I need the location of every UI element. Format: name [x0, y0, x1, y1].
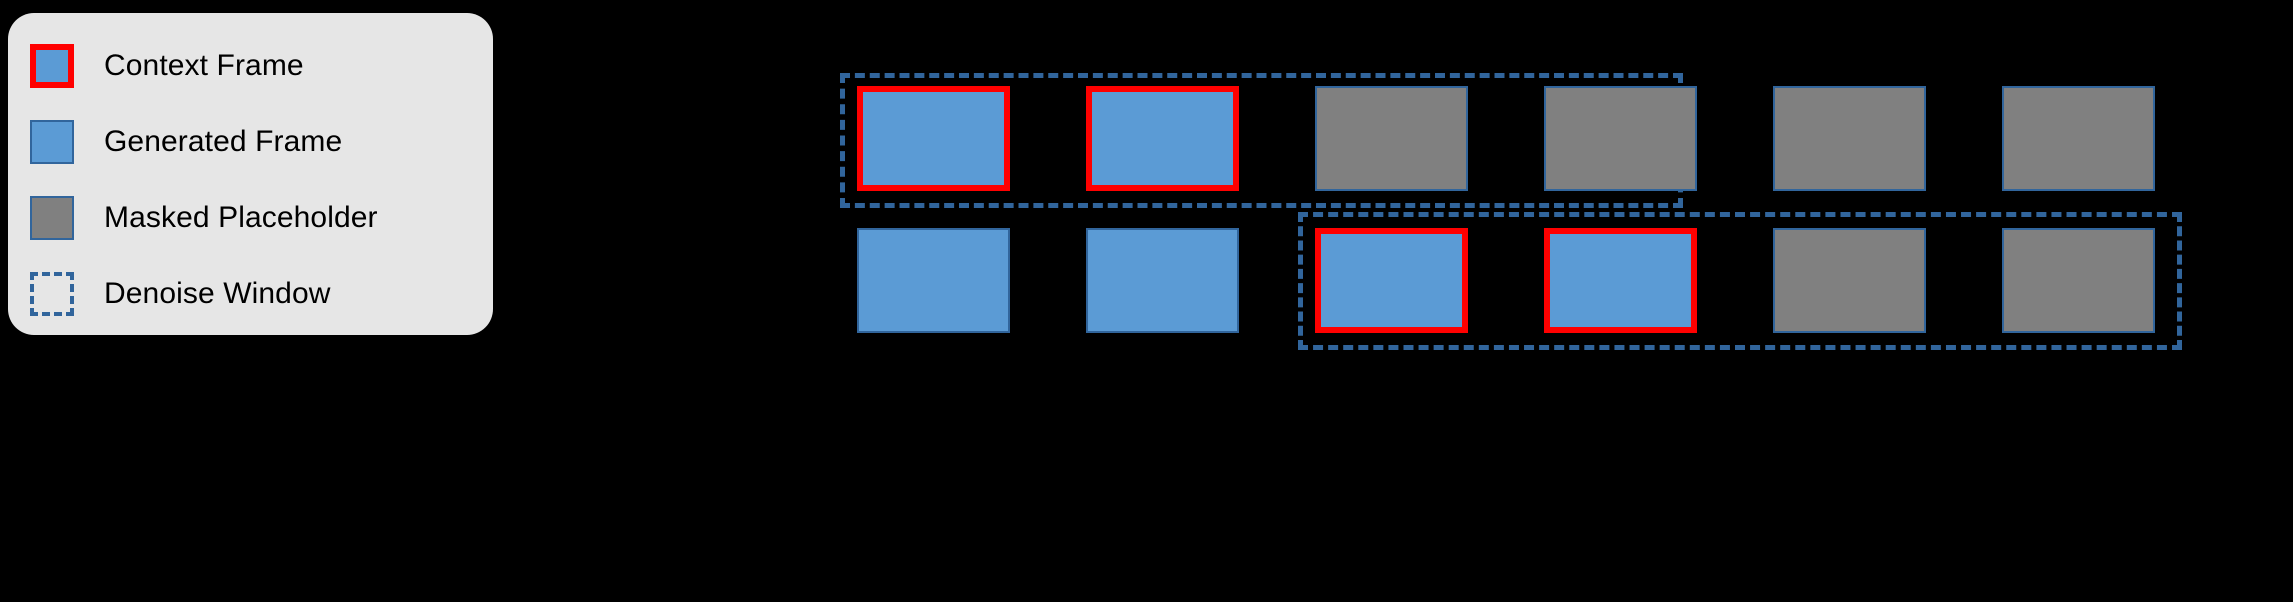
bottom-row-frame-4: [1544, 228, 1697, 333]
legend-item-denoise-window: Denoise Window: [8, 269, 493, 319]
legend-panel: Context Frame Generated Frame Masked Pla…: [8, 13, 493, 335]
bottom-row-frame-2: [1086, 228, 1239, 333]
bottom-row-frame-3: [1315, 228, 1468, 333]
bottom-row-frame-1: [857, 228, 1010, 333]
legend-item-generated-frame: Generated Frame: [8, 117, 493, 167]
legend-item-masked-placeholder: Masked Placeholder: [8, 193, 493, 243]
legend-label-masked-placeholder: Masked Placeholder: [104, 201, 378, 234]
top-row-frame-6: [2002, 86, 2155, 191]
denoise-window-bottom-row: [1298, 212, 2182, 350]
legend-item-context-frame: Context Frame: [8, 41, 493, 91]
top-row-frame-3: [1315, 86, 1468, 191]
top-row-frame-4: [1544, 86, 1697, 191]
context-frame-swatch: [30, 44, 104, 88]
masked-placeholder-swatch: [30, 196, 104, 240]
top-row-frame-1: [857, 86, 1010, 191]
top-row-frame-5: [1773, 86, 1926, 191]
legend-label-generated-frame: Generated Frame: [104, 125, 343, 158]
legend-label-context-frame: Context Frame: [104, 49, 304, 82]
denoise-window-swatch: [30, 272, 104, 316]
top-row-frame-2: [1086, 86, 1239, 191]
bottom-row-frame-5: [1773, 228, 1926, 333]
legend-label-denoise-window: Denoise Window: [104, 277, 331, 310]
generated-frame-swatch: [30, 120, 104, 164]
bottom-row-frame-6: [2002, 228, 2155, 333]
